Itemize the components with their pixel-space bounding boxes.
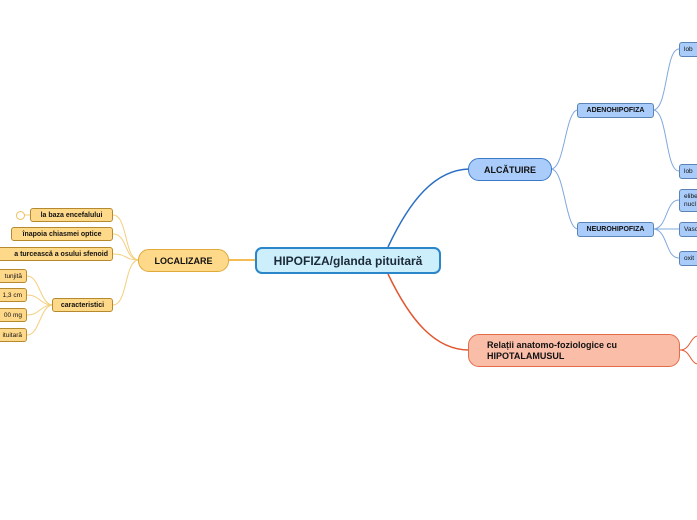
topic-inapoia-chiasmei[interactable]: înapoia chiasmei optice (11, 227, 113, 241)
connector-caract-c2 (26, 294, 54, 306)
topic-saua-turceasca[interactable]: a turcească a osului sfenoid (0, 247, 113, 261)
topic-caracteristici[interactable]: caracteristici (52, 298, 113, 312)
connector-caract-c4 (26, 304, 54, 336)
topic-neuro-child-1[interactable]: elibe nucl (679, 189, 697, 212)
connector-relatii-tail2 (679, 349, 697, 365)
connector-adeno-lob1 (652, 48, 680, 111)
topic-alcatuire[interactable]: ALCĂTUIRE (468, 158, 552, 181)
topic-caract-child-1[interactable]: tunjită (0, 269, 27, 283)
connector-loc-caract (112, 259, 140, 306)
connector-relatii-tail (679, 335, 697, 351)
connector-neuro-c3 (652, 228, 680, 259)
connector-adeno-lob2 (652, 109, 680, 172)
connector-loc-c2 (112, 233, 140, 261)
topic-caract-child-3[interactable]: 00 mg (0, 308, 27, 322)
collapse-circle-icon[interactable] (16, 211, 25, 220)
central-topic[interactable]: HIPOFIZA/glanda pituitară (255, 247, 441, 274)
topic-localizare[interactable]: LOCALIZARE (138, 249, 229, 272)
connector-center-relatii (387, 273, 470, 351)
connector-center-alcatuire (387, 168, 470, 248)
topic-la-baza-encefalului[interactable]: la baza encefalului (30, 208, 113, 222)
topic-relatii-hipotalamus[interactable]: Relații anatomo-foziologice cu HIPOTALAM… (468, 334, 680, 367)
connector-alcatuire-adeno (550, 109, 579, 170)
topic-neuro-child-3[interactable]: oxit (679, 251, 697, 266)
topic-neurohipofiza[interactable]: NEUROHIPOFIZA (577, 222, 654, 237)
connector-loc-c1 (112, 214, 140, 261)
topic-adenohipofiza[interactable]: ADENOHIPOFIZA (577, 103, 654, 118)
connector-loc-c3 (112, 253, 140, 261)
connector-alcatuire-neuro (550, 168, 579, 230)
topic-adeno-lob-2[interactable]: lob (679, 164, 697, 179)
connector-caract-c1 (26, 275, 54, 306)
topic-neuro-child-2[interactable]: Vaso (679, 222, 697, 237)
topic-adeno-lob-1[interactable]: lob (679, 42, 697, 57)
topic-caract-child-2[interactable]: 1,3 cm (0, 288, 27, 302)
connector-neuro-c1 (652, 199, 680, 230)
topic-caract-child-4[interactable]: ituitară (0, 328, 27, 342)
